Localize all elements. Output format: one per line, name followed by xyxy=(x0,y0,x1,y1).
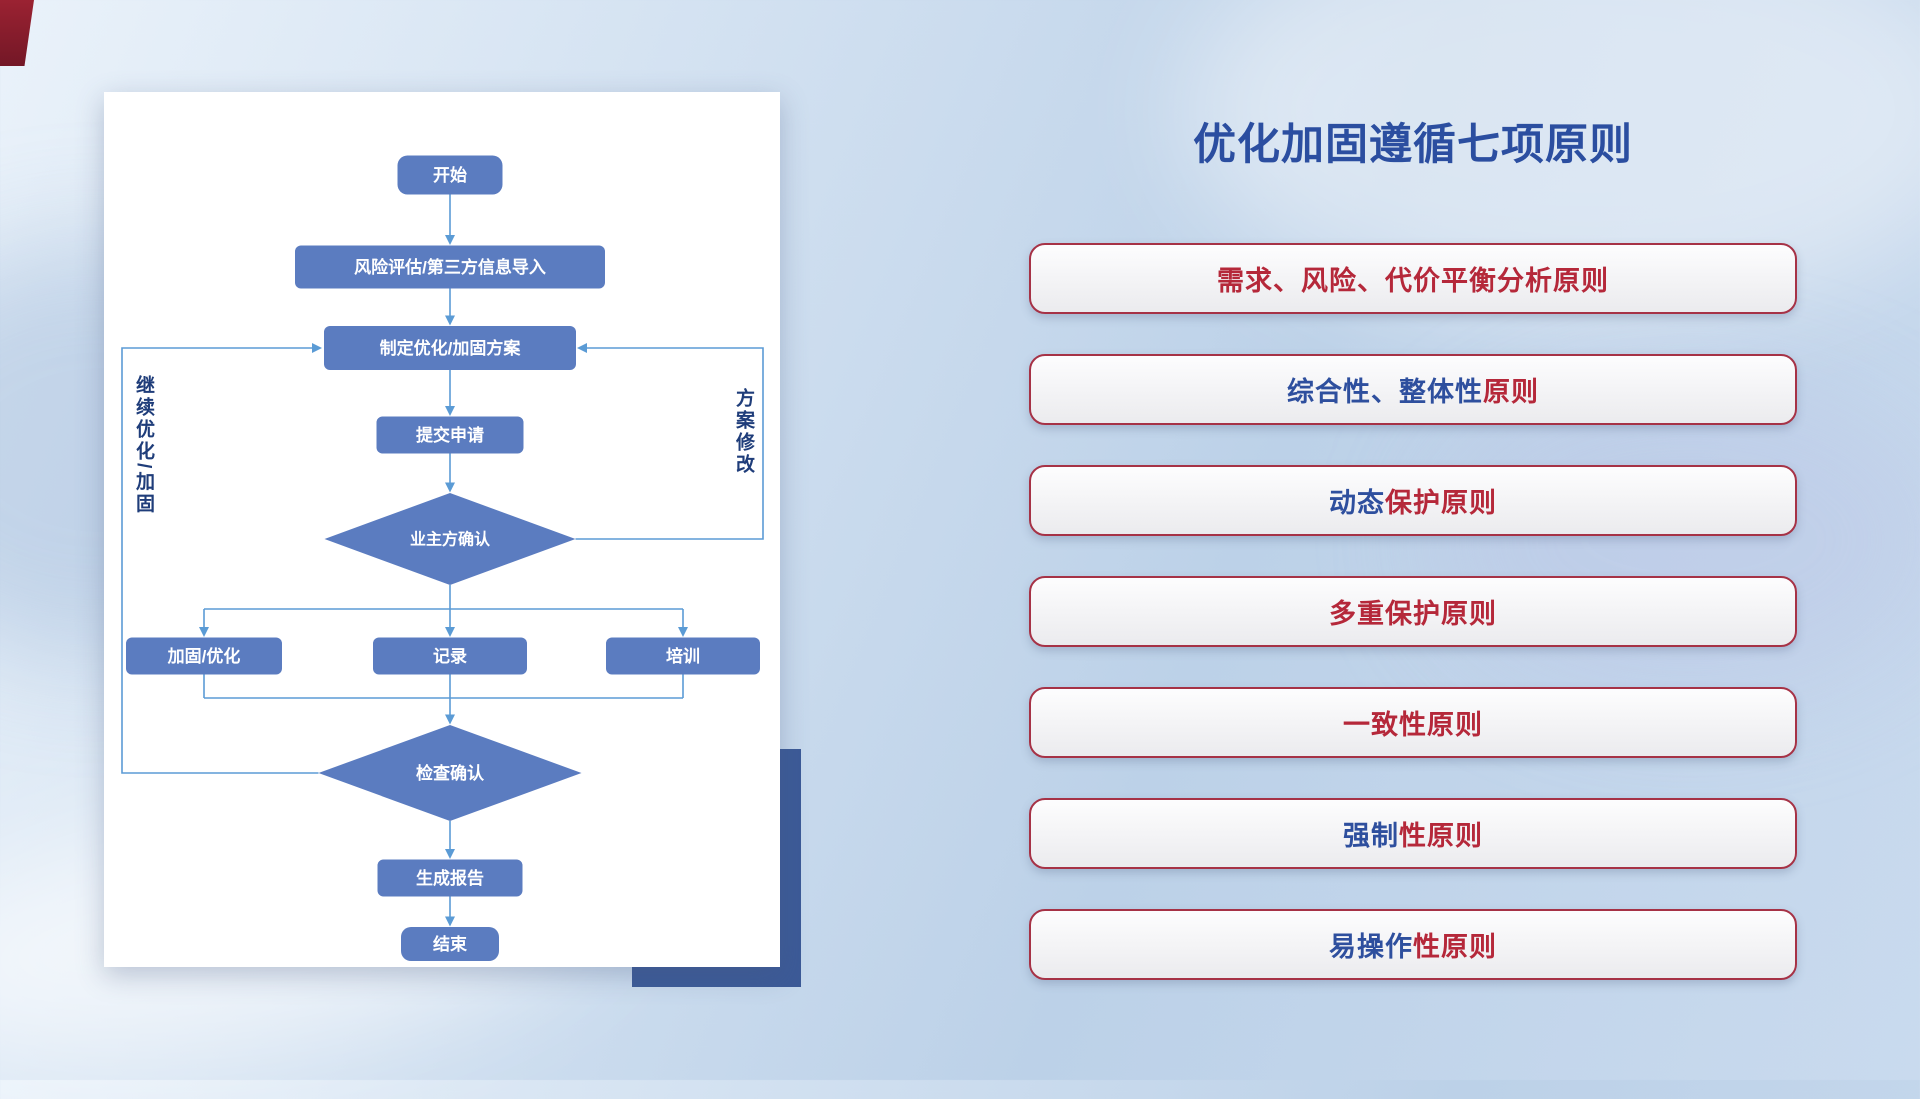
principle-item-5: 一致性原则 xyxy=(1029,687,1797,758)
flow-node-risk-import-label: 风险评估/第三方信息导入 xyxy=(354,257,546,277)
principle-item-4: 多重保护原则 xyxy=(1029,576,1797,647)
flow-node-make-plan-label: 制定优化/加固方案 xyxy=(380,338,522,358)
flow-node-record xyxy=(373,637,527,675)
flow-node-record-label: 记录 xyxy=(433,647,467,666)
flow-node-training xyxy=(606,637,760,675)
principle-item-7: 易操作性原则 xyxy=(1029,909,1797,980)
principle-text-segment: 性原则 xyxy=(1399,821,1483,851)
principle-item-1: 需求、风险、代价平衡分析原则 xyxy=(1029,243,1797,314)
principle-text-segment: 动态 xyxy=(1329,488,1385,518)
loop-label-plan-revise: 方案修改 xyxy=(733,388,754,476)
principle-text-segment: 多重保护原则 xyxy=(1329,599,1497,629)
flow-node-start xyxy=(397,155,503,195)
principle-text-segment: 强制 xyxy=(1343,821,1399,851)
flow-node-submit-label: 提交申请 xyxy=(416,425,484,445)
loop-label-continue-optimize: 继续优化/加固 xyxy=(133,375,154,516)
principle-text-segment: 易操作 xyxy=(1329,932,1413,962)
flow-node-harden xyxy=(126,637,282,675)
principle-item-3: 动态保护原则 xyxy=(1029,465,1797,536)
flow-node-training-label: 培训 xyxy=(666,646,700,666)
principle-item-2: 综合性、整体性原则 xyxy=(1029,354,1797,425)
flow-node-end-label: 结束 xyxy=(433,934,467,954)
principle-text-segment: 需求、风险、代价平衡分析原则 xyxy=(1217,266,1609,296)
flow-node-report-label: 生成报告 xyxy=(416,868,484,888)
flow-node-risk-import xyxy=(295,245,605,289)
principles-title: 优化加固遵循七项原则 xyxy=(1193,121,1633,169)
principle-text-segment: 保护原则 xyxy=(1385,488,1497,518)
principle-text-segment: 综合性、整体性 xyxy=(1287,377,1483,407)
flow-node-check-confirm-label: 检查确认 xyxy=(416,763,485,783)
principles-list: 需求、风险、代价平衡分析原则综合性、整体性原则动态保护原则多重保护原则一致性原则… xyxy=(1029,243,1797,980)
flow-connectors xyxy=(121,194,764,927)
flow-node-owner-confirm-label: 业主方确认 xyxy=(410,530,491,549)
principles-panel: 优化加固遵循七项原则 需求、风险、代价平衡分析原则综合性、整体性原则动态保护原则… xyxy=(1029,0,1797,1080)
flow-nodes: 开始 风险评估/第三方信息导入 制定优化/加固方案 提交申请 业主方确认 加固/… xyxy=(126,155,760,961)
flow-node-report xyxy=(377,859,523,897)
flow-node-submit xyxy=(376,416,524,454)
flow-node-harden-label: 加固/优化 xyxy=(167,646,241,666)
principle-text-segment: 性原则 xyxy=(1413,932,1497,962)
flowchart-card: 开始 风险评估/第三方信息导入 制定优化/加固方案 提交申请 业主方确认 加固/… xyxy=(104,92,780,967)
flowchart-svg: 开始 风险评估/第三方信息导入 制定优化/加固方案 提交申请 业主方确认 加固/… xyxy=(121,155,764,961)
principle-text-segment: 原则 xyxy=(1483,377,1539,407)
principle-text-segment: 一致性原则 xyxy=(1343,710,1483,740)
flow-node-start-label: 开始 xyxy=(433,165,467,185)
flow-node-make-plan xyxy=(324,326,576,370)
flow-node-end xyxy=(401,927,499,961)
flow-node-check-confirm xyxy=(318,725,582,821)
corner-logo-fragment xyxy=(0,0,34,66)
flow-node-owner-confirm xyxy=(324,493,576,585)
principle-item-6: 强制性原则 xyxy=(1029,798,1797,869)
